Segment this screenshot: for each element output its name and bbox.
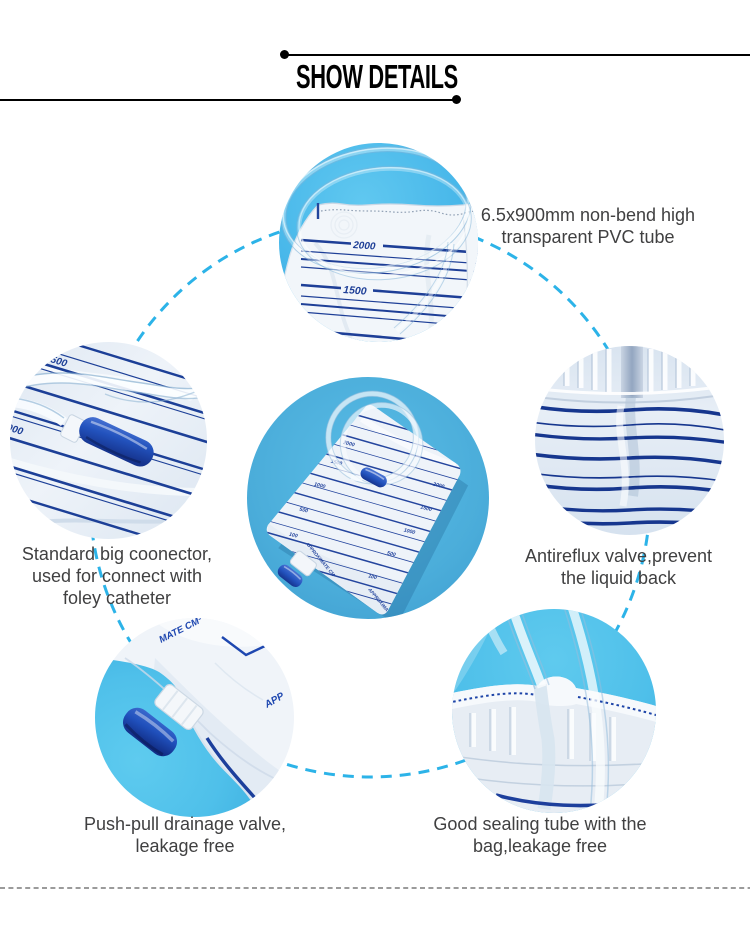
svg-text:000: 000 — [10, 422, 25, 438]
svg-text:100: 100 — [368, 573, 378, 581]
svg-text:500: 500 — [386, 550, 396, 558]
svg-text:1000: 1000 — [313, 482, 326, 491]
svg-text:100: 100 — [288, 532, 298, 540]
svg-text:1500: 1500 — [420, 505, 433, 514]
svg-text:2000: 2000 — [352, 240, 376, 253]
svg-text:1500: 1500 — [343, 284, 367, 298]
svg-text:500: 500 — [299, 507, 309, 515]
svg-text:2000: 2000 — [342, 440, 356, 449]
svg-text:1000: 1000 — [403, 527, 416, 536]
svg-text:2000: 2000 — [431, 481, 445, 490]
